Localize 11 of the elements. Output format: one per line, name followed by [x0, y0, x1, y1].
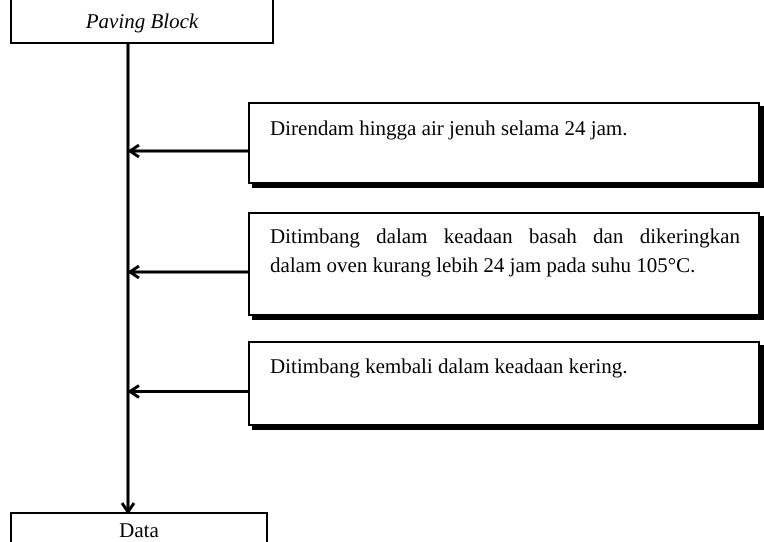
terminal-box — [10, 0, 274, 44]
step-text: Data — [118, 517, 160, 542]
arrow — [128, 144, 248, 158]
arrow — [128, 264, 248, 280]
terminal-box — [10, 512, 268, 542]
arrow — [120, 44, 136, 514]
step-text: Paving Block — [84, 8, 200, 35]
arrow — [128, 384, 248, 399]
step-text: Direndam hingga air jenuh selama 24 jam. — [270, 115, 628, 142]
step-text: Ditimbang dalam keadaan basah dan dikeringkan dalam oven kurang lebih 24 jam pada suhu 105°C. — [270, 223, 740, 279]
step-text: Ditimbang kembali dalam keadaan kering. — [270, 353, 628, 380]
